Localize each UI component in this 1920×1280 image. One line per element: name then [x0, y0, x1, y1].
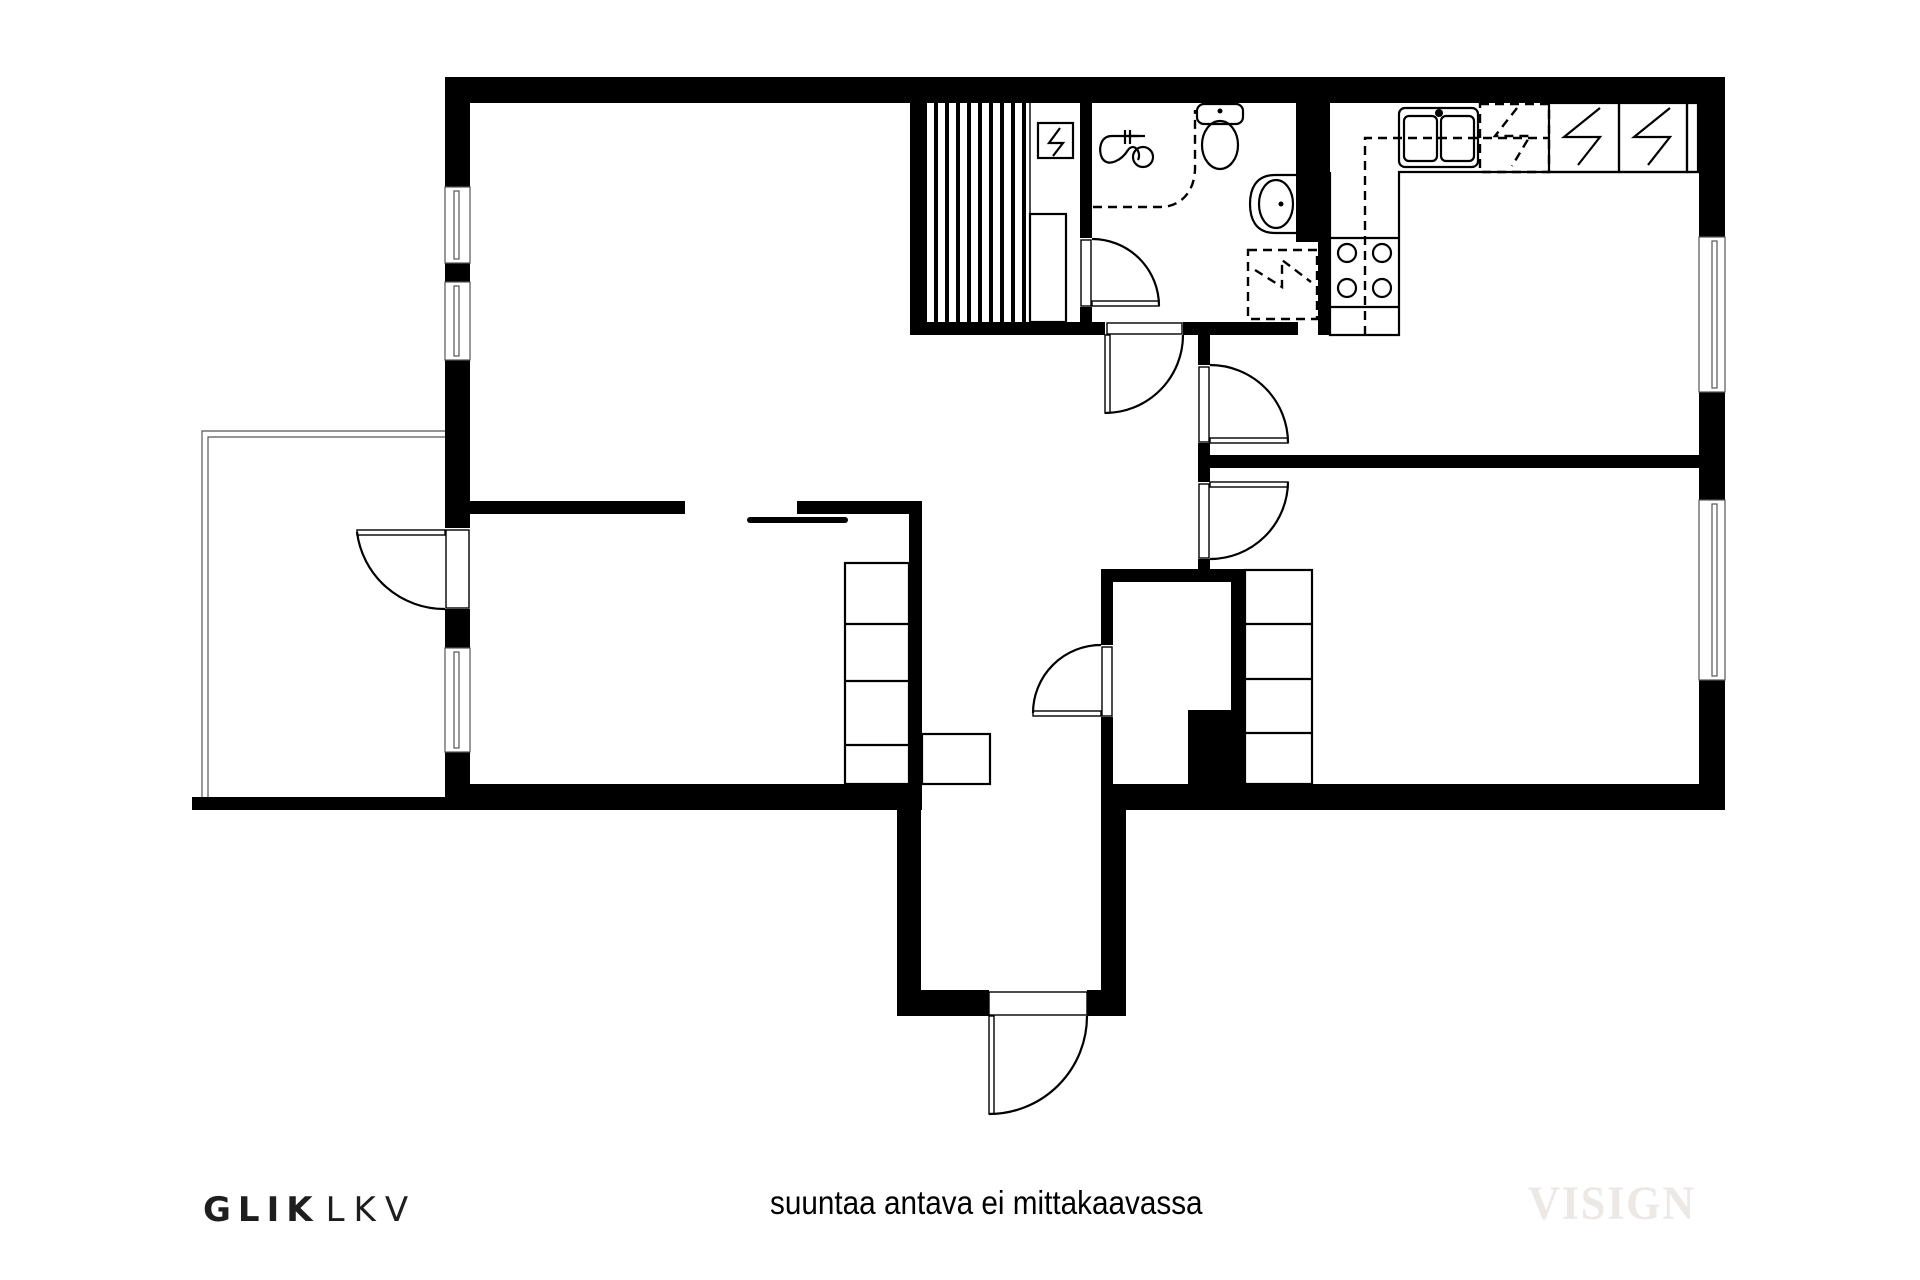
sauna-stove-icon: [1036, 121, 1075, 160]
window-bedroom-1: [444, 647, 471, 753]
shoe-cabinet: [920, 732, 992, 786]
upper-cabinets: [1363, 136, 1549, 335]
bathroom-door[interactable]: [1104, 322, 1185, 415]
kitchen: [1328, 101, 1700, 337]
wardrobe-bedroom-1: [843, 561, 911, 786]
sauna-lower-bench: [1028, 212, 1068, 324]
storage-closet: [1101, 569, 1245, 787]
hallway-walls: [1198, 335, 1700, 580]
cabinet-strip: [1685, 101, 1700, 174]
wardrobe-bedroom-2: [1243, 568, 1314, 786]
exterior-walls: [445, 77, 1725, 1016]
kitchen-sink-icon: [1397, 106, 1480, 169]
entrance-door[interactable]: [988, 990, 1089, 1116]
sink-icon: [1248, 173, 1296, 235]
bedroom-1: [470, 501, 922, 810]
brand-name-light: LKV: [325, 1190, 418, 1230]
dishwasher-icon: [1478, 102, 1551, 174]
appliance-icon-2: [1617, 101, 1689, 174]
shower-icon: [1099, 130, 1155, 169]
window-kitchen: [1698, 236, 1726, 393]
sauna: [910, 103, 1161, 335]
bathroom: [1092, 77, 1330, 415]
sauna-door[interactable]: [1080, 237, 1161, 307]
window-living-1: [444, 186, 471, 264]
balcony-door[interactable]: [355, 528, 470, 611]
scale-disclaimer: suuntaa antava ei mittakaavassa: [770, 1184, 1203, 1221]
kitchen-door[interactable]: [1198, 363, 1290, 444]
window-bedroom-2: [1698, 499, 1726, 681]
brand-name-bold: GLIK: [203, 1190, 320, 1230]
bedroom-2-door[interactable]: [1198, 481, 1290, 561]
windows: [444, 186, 1726, 753]
watermark: VISIGN: [1528, 1177, 1697, 1230]
shower-curtain: [1093, 110, 1197, 209]
closet-door[interactable]: [1031, 643, 1113, 717]
sauna-bench: [923, 103, 1031, 322]
toilet-icon: [1195, 102, 1245, 171]
window-living-2: [444, 281, 471, 361]
stove-icon: [1336, 242, 1393, 299]
appliance-icon: [1547, 101, 1621, 174]
kitchen-counter: [1328, 170, 1699, 337]
sliding-door[interactable]: [747, 517, 848, 523]
balcony: [192, 430, 446, 810]
chimney: [1188, 710, 1245, 787]
washing-machine-icon: [1246, 248, 1319, 321]
